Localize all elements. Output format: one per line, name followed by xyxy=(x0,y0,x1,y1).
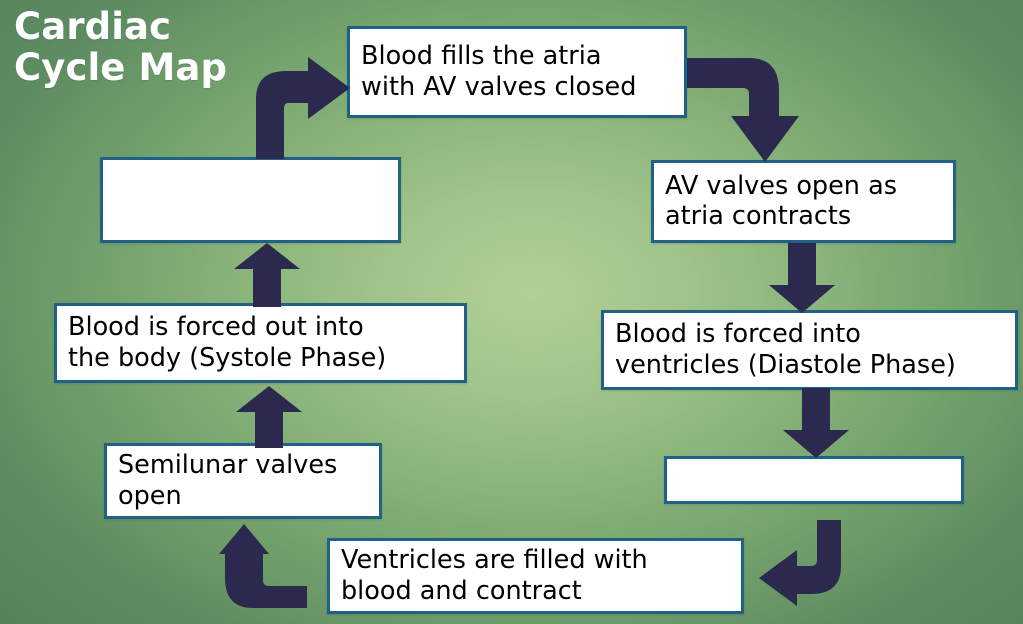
node-av-valves-open[interactable]: AV valves open as atria contracts xyxy=(651,160,956,243)
arrow-down-icon xyxy=(769,243,835,313)
arrow-down-icon xyxy=(783,388,849,458)
node-blood-forced-out-systole[interactable]: Blood is forced out into the body (Systo… xyxy=(54,303,467,383)
node-blank-left[interactable] xyxy=(100,157,401,243)
node-blank-right[interactable] xyxy=(664,456,964,504)
node-blood-fills-atria[interactable]: Blood fills the atria with AV valves clo… xyxy=(347,26,687,118)
node-ventricles-filled-contract[interactable]: Ventricles are filled with blood and con… xyxy=(327,538,744,614)
elbow-arrow-down-then-left-icon xyxy=(759,520,841,606)
elbow-arrow-right-then-down-icon xyxy=(687,42,807,162)
elbow-arrow-left-then-up-icon xyxy=(219,524,307,608)
page-title: Cardiac Cycle Map xyxy=(14,5,228,90)
node-blood-forced-into-ventricles-diastole[interactable]: Blood is forced into ventricles (Diastol… xyxy=(601,310,1018,390)
elbow-arrow-up-then-right-icon xyxy=(238,57,350,159)
arrow-up-icon xyxy=(234,243,300,307)
arrow-up-icon xyxy=(236,386,302,448)
node-semilunar-valves-open[interactable]: Semilunar valves open xyxy=(104,443,382,519)
